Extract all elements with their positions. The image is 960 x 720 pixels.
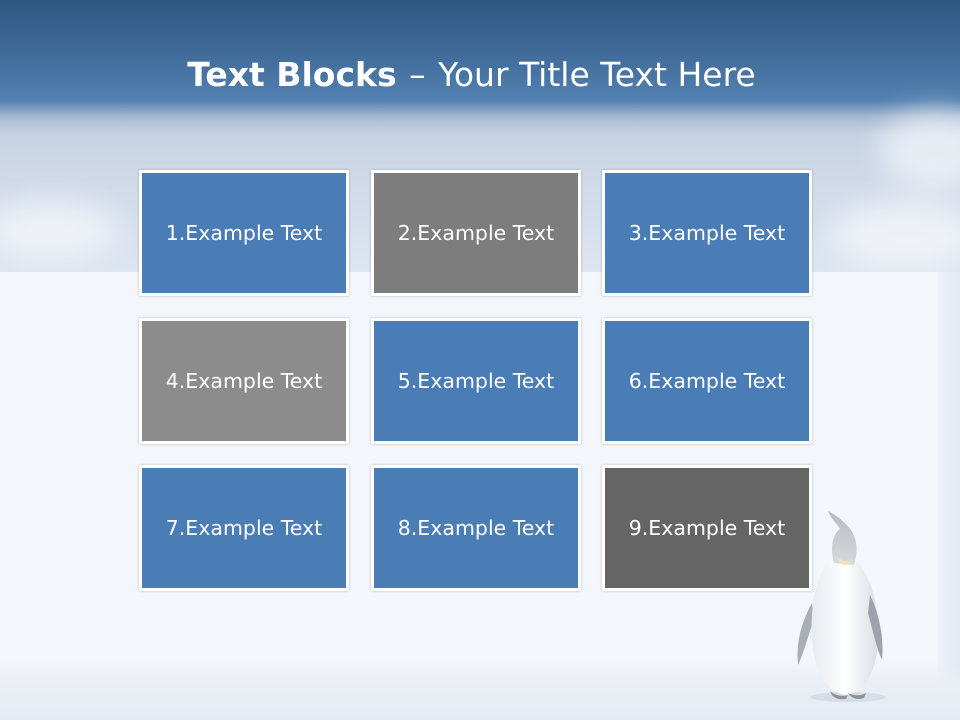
- text-block-6-label: 6.Example Text: [628, 369, 786, 393]
- text-block-7[interactable]: 7.Example Text: [139, 465, 349, 591]
- cloud-left: [0, 200, 120, 260]
- text-block-8-label: 8.Example Text: [397, 516, 555, 540]
- text-block-4[interactable]: 4.Example Text: [139, 318, 349, 444]
- cloud-right: [880, 110, 960, 190]
- text-block-3[interactable]: 3.Example Text: [602, 170, 812, 296]
- text-block-5[interactable]: 5.Example Text: [371, 318, 581, 444]
- text-block-4-label: 4.Example Text: [165, 369, 323, 393]
- text-block-2[interactable]: 2.Example Text: [371, 170, 581, 296]
- title-dash: –: [409, 55, 426, 94]
- text-block-8[interactable]: 8.Example Text: [371, 465, 581, 591]
- title-bold: Text Blocks: [187, 55, 397, 94]
- cloud-right-low: [830, 200, 960, 270]
- text-block-3-label: 3.Example Text: [628, 221, 786, 245]
- background-panel-edge: [938, 272, 960, 720]
- text-block-9[interactable]: 9.Example Text: [602, 465, 812, 591]
- title-rest: Your Title Text Here: [438, 55, 756, 94]
- slide-title: Text Blocks – Your Title Text Here: [0, 52, 943, 98]
- text-block-9-label: 9.Example Text: [628, 516, 786, 540]
- text-block-2-label: 2.Example Text: [397, 221, 555, 245]
- text-block-7-label: 7.Example Text: [165, 516, 323, 540]
- snow-ground: [0, 660, 960, 720]
- text-block-1[interactable]: 1.Example Text: [139, 170, 349, 296]
- text-block-1-label: 1.Example Text: [165, 221, 323, 245]
- penguin-image: [797, 511, 886, 702]
- text-block-6[interactable]: 6.Example Text: [602, 318, 812, 444]
- text-block-5-label: 5.Example Text: [397, 369, 555, 393]
